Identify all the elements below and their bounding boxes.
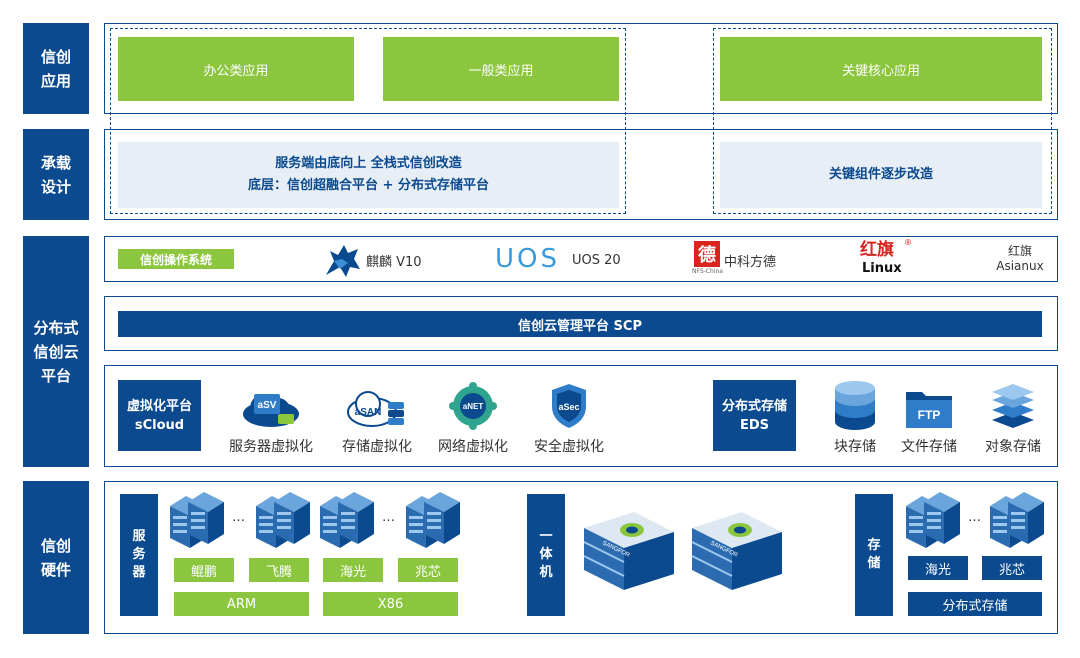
row-label-app: 信创 应用 <box>23 23 89 114</box>
fullstack-design-box: 服务端由底向上 全栈式信创改造 底层：信创超融合平台 + 分布式存储平台 <box>118 142 619 208</box>
anet-icon: aNET <box>449 382 497 430</box>
virt-security-label: 安全虚拟化 <box>534 439 604 455</box>
core-apps-dashed-group <box>713 28 1052 214</box>
asan-icon-label: aSAN <box>355 407 382 418</box>
server-icon <box>170 492 224 548</box>
file-storage-icon: FTP <box>906 392 952 428</box>
design-line-2: 底层：信创超融合平台 + 分布式存储平台 <box>248 178 489 193</box>
kylin-text: 麒麟 V10 <box>366 254 422 270</box>
block-storage-icon <box>835 381 875 430</box>
cpu-zhaoxin: 兆芯 <box>398 558 458 582</box>
server-ellipsis-2: … <box>382 510 395 525</box>
design-line-1: 服务端由底向上 全栈式信创改造 <box>275 156 462 171</box>
virt-network-label: 网络虚拟化 <box>438 439 508 455</box>
office-apps-box: 办公类应用 <box>118 37 354 101</box>
asan-icon: aSAN <box>347 391 404 427</box>
nfs-logo-icon: 德 <box>694 241 720 267</box>
key-component-box: 关键组件逐步改造 <box>720 142 1042 208</box>
row-label-design: 承载 设计 <box>23 129 89 220</box>
anet-icon-label: aNET <box>463 402 484 411</box>
row-label-cloud: 分布式 信创云 平台 <box>23 236 89 467</box>
storage-server-icon <box>990 492 1044 548</box>
arch-arm: ARM <box>174 592 309 616</box>
general-apps-box: 一般类应用 <box>383 37 619 101</box>
uos-text: UOS 20 <box>572 252 621 268</box>
row-label-hardware: 信创 硬件 <box>23 481 89 634</box>
cpu-haiguang: 海光 <box>323 558 383 582</box>
general-apps-dashed-group <box>110 28 626 214</box>
object-storage-label: 对象存储 <box>985 439 1041 455</box>
block-storage-label: 块存储 <box>834 439 876 455</box>
scp-bar: 信创云管理平台 SCP <box>118 311 1042 337</box>
asv-icon: aSV <box>243 394 299 427</box>
server-ellipsis-1: … <box>232 510 245 525</box>
storage-cpu-haiguang: 海光 <box>908 556 968 580</box>
redflag-linux-logo: Linux <box>862 261 902 276</box>
asianux-line-2: Asianux <box>996 259 1044 273</box>
cpu-kunpeng: 鲲鹏 <box>174 558 234 582</box>
file-storage-label: 文件存储 <box>901 439 957 455</box>
server-icon <box>406 492 460 548</box>
virt-server-label: 服务器虚拟化 <box>229 439 313 455</box>
object-storage-icon <box>992 384 1034 428</box>
server-label-box: 服 务 器 <box>120 494 158 616</box>
core-apps-box: 关键核心应用 <box>720 37 1042 101</box>
uos-logo-icon: UOS <box>495 244 560 274</box>
nfs-text: 中科方德 <box>724 254 777 270</box>
registered-mark: ® <box>904 238 912 247</box>
os-row-frame <box>104 236 1058 282</box>
server-icon <box>320 492 374 548</box>
os-label: 信创操作系统 <box>118 249 234 269</box>
arch-x86: X86 <box>323 592 458 616</box>
appliance-icon: SANGFOR <box>583 512 674 590</box>
allinone-label-box: 一 体 机 <box>527 494 565 616</box>
virt-platform-box: 虚拟化平台 sCloud <box>118 380 201 451</box>
asec-icon-label: aSec <box>558 402 579 412</box>
asec-icon: aSec <box>552 384 586 428</box>
storage-label-box: 存 储 <box>855 494 893 616</box>
asianux-line-1: 红旗 <box>1007 244 1032 258</box>
appliance-icon: SANGFOR <box>691 512 782 590</box>
kylin-logo-icon <box>326 245 360 277</box>
asv-icon-label: aSV <box>258 400 277 411</box>
server-icon <box>256 492 310 548</box>
nfs-sub-text: NFS-China <box>692 268 723 275</box>
storage-server-icon <box>906 492 960 548</box>
cpu-feiteng: 飞腾 <box>249 558 309 582</box>
asianux-text: 红旗 Asianux <box>990 244 1050 274</box>
ftp-icon-label: FTP <box>918 408 941 422</box>
virt-storage-label: 存储虚拟化 <box>342 439 412 455</box>
redflag-cn-logo: 红旗 <box>860 240 894 260</box>
storage-cpu-zhaoxin: 兆芯 <box>982 556 1042 580</box>
storage-ellipsis: … <box>968 510 981 525</box>
distributed-storage-chip: 分布式存储 <box>908 592 1042 616</box>
eds-box: 分布式存储 EDS <box>713 380 796 451</box>
